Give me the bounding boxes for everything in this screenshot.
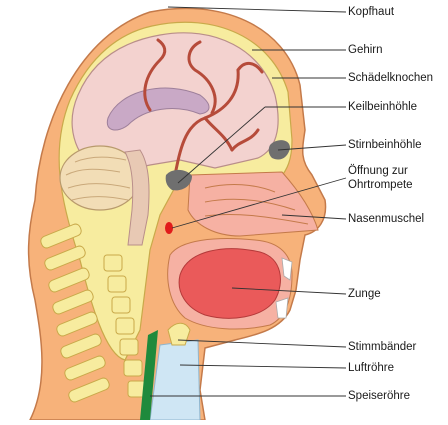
- label-stirnbeinhoehle: Stirnbeinhöhle: [348, 139, 422, 152]
- label-luftroehre: Luftröhre: [348, 362, 394, 375]
- eustachian-tube-opening: [165, 222, 173, 234]
- label-schaedelknochen: Schädelknochen: [348, 72, 433, 85]
- label-ohrtrompete-1: Öffnung zur: [348, 165, 408, 178]
- label-stimmbaender: Stimmbänder: [348, 341, 416, 354]
- label-ohrtrompete-2: Ohrtrompete: [348, 179, 413, 192]
- label-kopfhaut: Kopfhaut: [348, 6, 394, 19]
- label-zunge: Zunge: [348, 288, 381, 301]
- tongue: [179, 249, 280, 319]
- label-keilbeinhoehle: Keilbeinhöhle: [348, 101, 417, 114]
- label-speiseroehre: Speiseröhre: [348, 390, 410, 403]
- label-nasenmuschel: Nasenmuschel: [348, 213, 424, 226]
- label-gehirn: Gehirn: [348, 44, 383, 57]
- lower-teeth: [276, 298, 288, 318]
